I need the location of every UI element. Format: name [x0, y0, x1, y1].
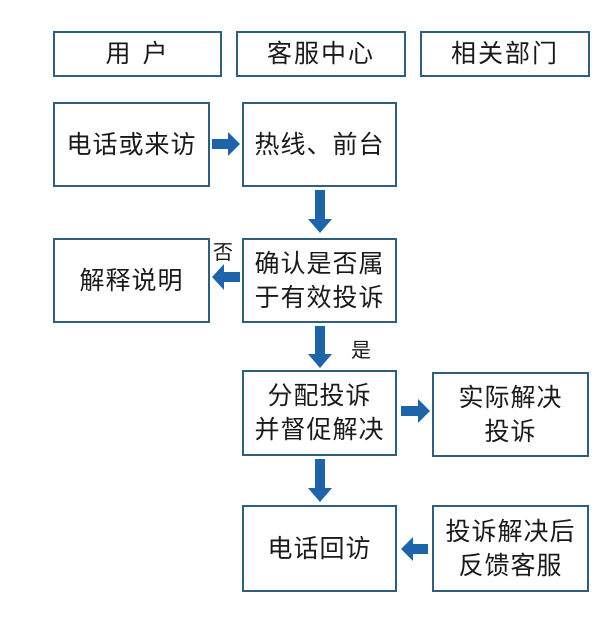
node-explain: 解释说明 [53, 238, 210, 323]
arrow-right-icon [401, 399, 430, 423]
node-actually-resolve: 实际解决 投诉 [432, 372, 589, 457]
node-feedback-to-service: 投诉解决后 反馈客服 [432, 505, 589, 592]
arrow-down-icon [308, 190, 332, 233]
edge-label-no: 否 [213, 240, 233, 264]
column-header-service-center: 客服中心 [236, 31, 406, 77]
node-hotline-front-desk: 热线、前台 [242, 102, 397, 187]
node-assign-and-supervise: 分配投诉 并督促解决 [242, 370, 397, 456]
node-phone-or-visit: 电话或来访 [53, 102, 210, 187]
arrow-right-icon [212, 132, 240, 156]
arrow-left-icon [212, 264, 240, 290]
arrow-left-icon [401, 537, 428, 561]
node-phone-follow-up: 电话回访 [242, 505, 397, 592]
node-confirm-valid-complaint: 确认是否属 于有效投诉 [242, 238, 397, 323]
arrow-down-icon [308, 326, 332, 368]
column-header-user: 用 户 [53, 31, 222, 77]
arrow-down-icon [308, 459, 332, 502]
edge-label-yes: 是 [351, 338, 371, 362]
column-header-departments: 相关部门 [420, 31, 590, 77]
